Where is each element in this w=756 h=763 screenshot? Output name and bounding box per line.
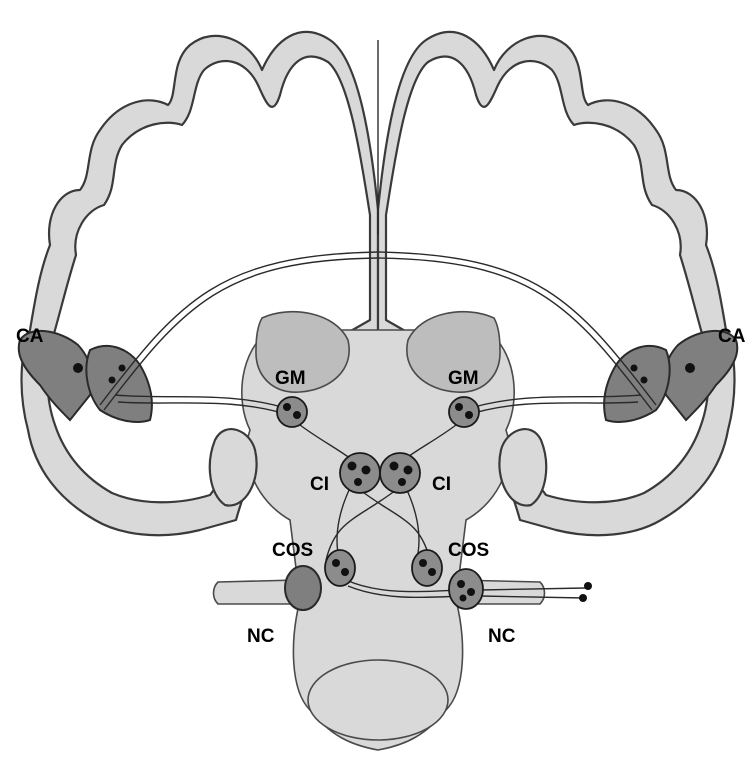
label-gm-right: GM xyxy=(448,368,479,389)
label-nc-left: NC xyxy=(247,626,275,647)
nucleus-cochlear-left xyxy=(285,566,321,610)
label-nc-right: NC xyxy=(488,626,516,647)
insula-right xyxy=(499,429,546,505)
label-gm-left: GM xyxy=(275,368,306,389)
label-ca-right: CA xyxy=(718,326,746,347)
label-ci-right: CI xyxy=(432,474,451,495)
label-ca-left: CA xyxy=(16,326,44,347)
nucleus-cos-right xyxy=(412,550,442,586)
nucleus-cochlear-right xyxy=(449,569,483,609)
label-cos-right: COS xyxy=(448,540,489,561)
label-ci-left: CI xyxy=(310,474,329,495)
nucleus-cos-left xyxy=(325,550,355,586)
nucleus-gm-left xyxy=(277,397,307,427)
insula-left xyxy=(210,429,257,505)
label-cos-left: COS xyxy=(272,540,313,561)
nucleus-ci-left xyxy=(340,453,380,493)
nucleus-ci-right xyxy=(380,453,420,493)
nucleus-gm-right xyxy=(449,397,479,427)
brainstem xyxy=(214,330,545,750)
